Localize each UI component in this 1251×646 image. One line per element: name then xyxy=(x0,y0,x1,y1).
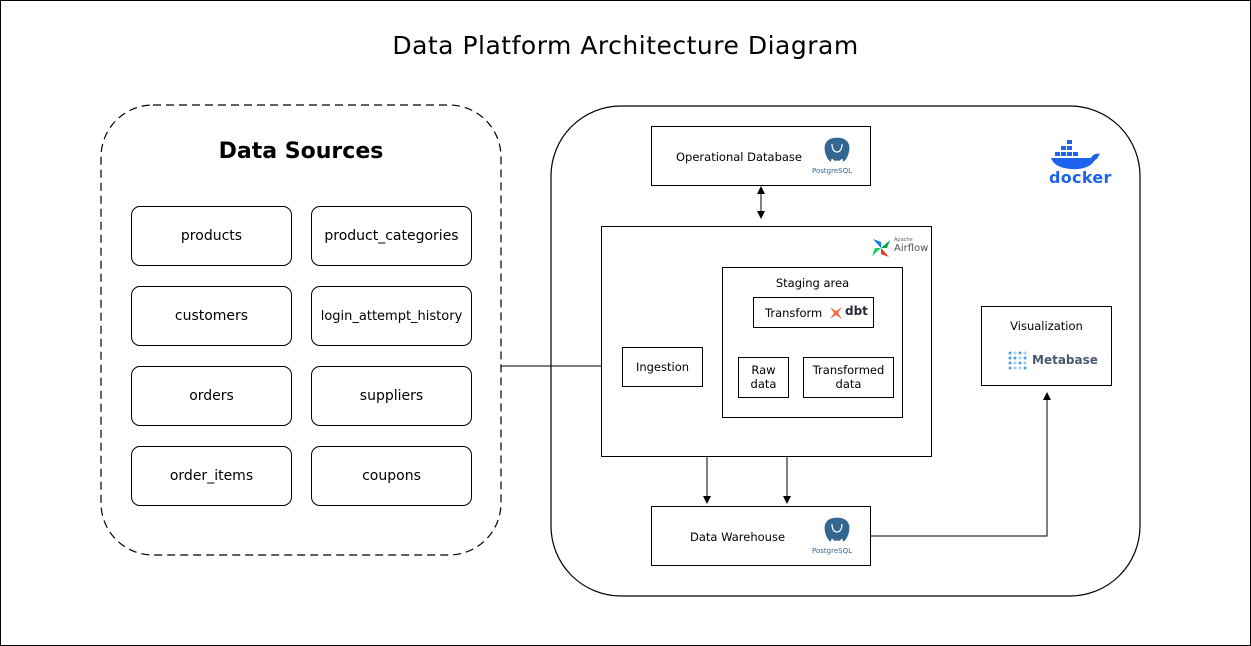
elephant-icon xyxy=(823,136,851,163)
transform-node: Transform dbt xyxy=(753,297,874,328)
page-title: Data Platform Architecture Diagram xyxy=(392,31,859,60)
transformed-data-label: Transformed data xyxy=(812,363,885,391)
postgresql-logo: PostgreSQL xyxy=(812,515,864,561)
raw-data-label: Raw data xyxy=(750,363,777,391)
data-warehouse-node: Data Warehouse PostgreSQL xyxy=(651,506,871,566)
airflow-small-text: Apache xyxy=(894,237,913,243)
dbt-icon xyxy=(830,307,842,319)
transformed-data-node: Transformed data xyxy=(803,357,894,398)
transform-label: Transform xyxy=(765,306,823,320)
staging-area-label: Staging area xyxy=(775,276,850,290)
data-warehouse-label: Data Warehouse xyxy=(690,530,786,544)
visualization-label: Visualization xyxy=(1010,319,1083,333)
postgresql-text: PostgreSQL xyxy=(812,547,852,555)
staging-area-node: Staging area Transform dbt Raw data Tran… xyxy=(722,267,903,418)
docker-whale-icon xyxy=(1051,140,1100,170)
airflow-text: Airflow xyxy=(894,243,929,254)
dbt-text: dbt xyxy=(845,304,868,318)
operational-database-node: Operational Database PostgreSQL xyxy=(651,126,871,186)
metabase-text: Metabase xyxy=(1032,353,1098,367)
airflow-orchestrator-node: Apache Airflow Ingestion Staging area Tr… xyxy=(601,226,932,457)
ingestion-label: Ingestion xyxy=(635,360,690,374)
metabase-dots-icon xyxy=(1008,351,1027,370)
data-sources-title: Data Sources xyxy=(218,139,384,164)
source-order-items: order_items xyxy=(131,446,292,506)
source-orders: orders xyxy=(131,366,292,426)
postgresql-logo: PostgreSQL xyxy=(812,135,864,181)
visualization-node: Visualization Metabase xyxy=(981,306,1112,386)
metabase-logo: Metabase xyxy=(1007,350,1098,372)
ingestion-node: Ingestion xyxy=(622,347,703,387)
source-login-attempt-history: login_attempt_history xyxy=(311,286,472,346)
raw-data-node: Raw data xyxy=(738,357,789,398)
source-coupons: coupons xyxy=(311,446,472,506)
operational-database-label: Operational Database xyxy=(676,150,803,164)
source-customers: customers xyxy=(131,286,292,346)
elephant-icon xyxy=(823,516,851,543)
docker-text: docker xyxy=(1049,168,1112,187)
airflow-logo: Apache Airflow xyxy=(870,235,928,261)
source-products: products xyxy=(131,206,292,266)
source-product-categories: product_categories xyxy=(311,206,472,266)
airflow-pinwheel-icon xyxy=(872,239,890,257)
source-suppliers: suppliers xyxy=(311,366,472,426)
docker-logo: docker xyxy=(1045,138,1111,188)
postgresql-text: PostgreSQL xyxy=(812,167,852,175)
